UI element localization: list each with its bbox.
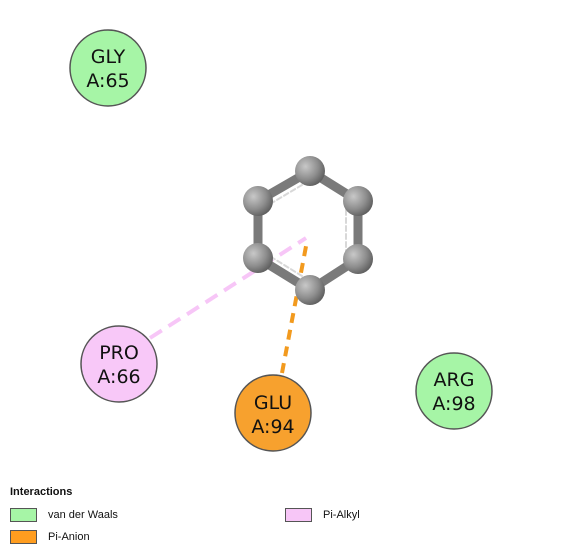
legend-label: van der Waals bbox=[48, 509, 118, 521]
residue-position: A:65 bbox=[86, 70, 129, 92]
residue-position: A:98 bbox=[432, 393, 475, 415]
residue-name: PRO bbox=[99, 342, 139, 364]
legend-label: Pi-Alkyl bbox=[323, 509, 360, 521]
benzene-ring bbox=[253, 166, 363, 295]
legend-label: Pi-Anion bbox=[48, 531, 90, 543]
legend-item-pi-anion: Pi-Anion bbox=[10, 530, 90, 544]
legend-swatch bbox=[285, 508, 312, 522]
carbon-atom bbox=[295, 275, 325, 305]
residue-gly65[interactable]: GLY A:65 bbox=[69, 29, 147, 107]
legend-item-pi-alkyl: Pi-Alkyl bbox=[285, 508, 360, 522]
pi-anion-interaction-line bbox=[280, 240, 309, 374]
residue-name: GLY bbox=[91, 46, 126, 68]
residue-name: ARG bbox=[434, 369, 475, 391]
legend-swatch bbox=[10, 530, 37, 544]
residue-position: A:94 bbox=[251, 416, 294, 438]
legend-item-van-der-waals: van der Waals bbox=[10, 508, 118, 522]
carbon-atom bbox=[343, 244, 373, 274]
residue-position: A:66 bbox=[97, 366, 140, 388]
residue-pro66[interactable]: PRO A:66 bbox=[80, 325, 158, 403]
residue-glu94[interactable]: GLU A:94 bbox=[234, 374, 312, 452]
carbon-atom bbox=[243, 186, 273, 216]
carbon-atom bbox=[295, 156, 325, 186]
legend: Interactions van der Waals Pi-Anion Pi-A… bbox=[0, 484, 563, 557]
legend-swatch bbox=[10, 508, 37, 522]
carbon-atom bbox=[343, 186, 373, 216]
legend-title: Interactions bbox=[10, 486, 73, 498]
residue-arg98[interactable]: ARG A:98 bbox=[415, 352, 493, 430]
carbon-atom bbox=[243, 243, 273, 273]
pi-alkyl-interaction-line bbox=[148, 236, 308, 340]
residue-name: GLU bbox=[254, 392, 292, 414]
benzene-atoms bbox=[243, 156, 373, 305]
